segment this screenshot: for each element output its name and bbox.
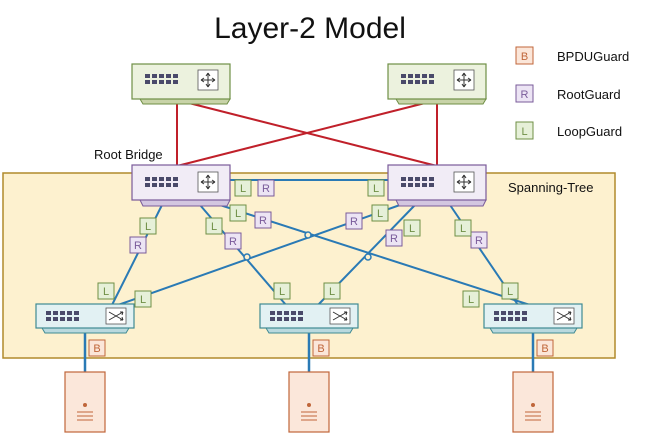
diagram-title: Layer-2 Model [214, 12, 406, 45]
badge-letter: R [262, 183, 270, 195]
loopguard-badge [234, 179, 252, 197]
server-right [512, 371, 554, 433]
loopguard-badge [501, 282, 519, 300]
badge-letter: L [373, 183, 379, 195]
access-switch-icon [553, 307, 575, 325]
badge-letter: R [259, 215, 267, 227]
access-switch-middle [259, 303, 359, 334]
distribution-switch-icon [453, 171, 475, 193]
badge-letter: L [329, 286, 335, 298]
legend: B BPDUGuard R RootGuard L LoopGuard [515, 46, 629, 140]
badge-letter: B [317, 343, 324, 355]
badge-letter: L [507, 286, 513, 298]
badge-letter: R [229, 236, 237, 248]
access-switch-left [35, 303, 135, 334]
legend-letter: L [521, 126, 527, 138]
bpduguard-badge [536, 339, 554, 357]
access-switch-right [483, 303, 583, 334]
rootguard-badge [224, 232, 242, 250]
router-switch-icon [453, 69, 475, 91]
legend-item-loopguard: L LoopGuard [515, 121, 622, 140]
badge-letter: R [350, 216, 358, 228]
badge-letter: L [140, 294, 146, 306]
legend-label: RootGuard [557, 87, 621, 102]
core-uplinks [176, 99, 438, 167]
server-links [83, 330, 535, 372]
server-middle [288, 371, 330, 433]
badge-letter: R [134, 240, 142, 252]
loopguard-badge [139, 217, 157, 235]
loopguard-badge [462, 290, 480, 308]
rootguard-badge [254, 211, 272, 229]
distribution-switch-icon [197, 171, 219, 193]
loopguard-badge [97, 282, 115, 300]
rootguard-badge [257, 179, 275, 197]
core-switch-left [131, 63, 231, 105]
distribution-switch-secondary [387, 164, 487, 207]
legend-letter: B [521, 51, 528, 63]
badge-letter: L [377, 208, 383, 220]
bpduguard-badge [88, 339, 106, 357]
loopguard-badge [371, 204, 389, 222]
loopguard-badge [403, 219, 421, 237]
badge-letter: R [475, 235, 483, 247]
access-switch-icon [329, 307, 351, 325]
rootguard-badge [385, 229, 403, 247]
rootguard-badge [345, 212, 363, 230]
badge-letter: L [145, 221, 151, 233]
badge-letter: L [240, 183, 246, 195]
badge-letter: L [468, 294, 474, 306]
bpduguard-badge [312, 339, 330, 357]
rootguard-badge [470, 231, 488, 249]
root-bridge-label: Root Bridge [94, 147, 163, 162]
badge-letter: L [409, 223, 415, 235]
core-switch-right [387, 63, 487, 105]
loopguard-badge [134, 290, 152, 308]
badge-letter: L [279, 286, 285, 298]
badge-letter: L [211, 221, 217, 233]
link-crossovers [243, 231, 372, 261]
legend-item-rootguard: R RootGuard [515, 84, 621, 103]
loopguard-badge [367, 179, 385, 197]
badge-letter: L [460, 223, 466, 235]
loopguard-badge [454, 219, 472, 237]
legend-letter: R [521, 89, 529, 101]
badge-letter: B [93, 343, 100, 355]
legend-item-bpduguard: B BPDUGuard [515, 46, 629, 65]
badge-letter: L [235, 208, 241, 220]
router-switch-icon [197, 69, 219, 91]
loopguard-badge [323, 282, 341, 300]
loopguard-badge [229, 204, 247, 222]
access-switch-icon [105, 307, 127, 325]
loopguard-badge [205, 217, 223, 235]
badge-letter: R [390, 233, 398, 245]
server-icon [531, 403, 535, 407]
badge-letter: L [103, 286, 109, 298]
spanning-tree-label: Spanning-Tree [508, 180, 594, 195]
server-icon [307, 403, 311, 407]
distribution-switch-root [131, 164, 231, 207]
rootguard-badge [129, 236, 147, 254]
legend-label: BPDUGuard [557, 49, 629, 64]
badge-letter: B [541, 343, 548, 355]
loopguard-badge [273, 282, 291, 300]
server-left [64, 371, 106, 433]
server-icon [83, 403, 87, 407]
legend-label: LoopGuard [557, 124, 622, 139]
